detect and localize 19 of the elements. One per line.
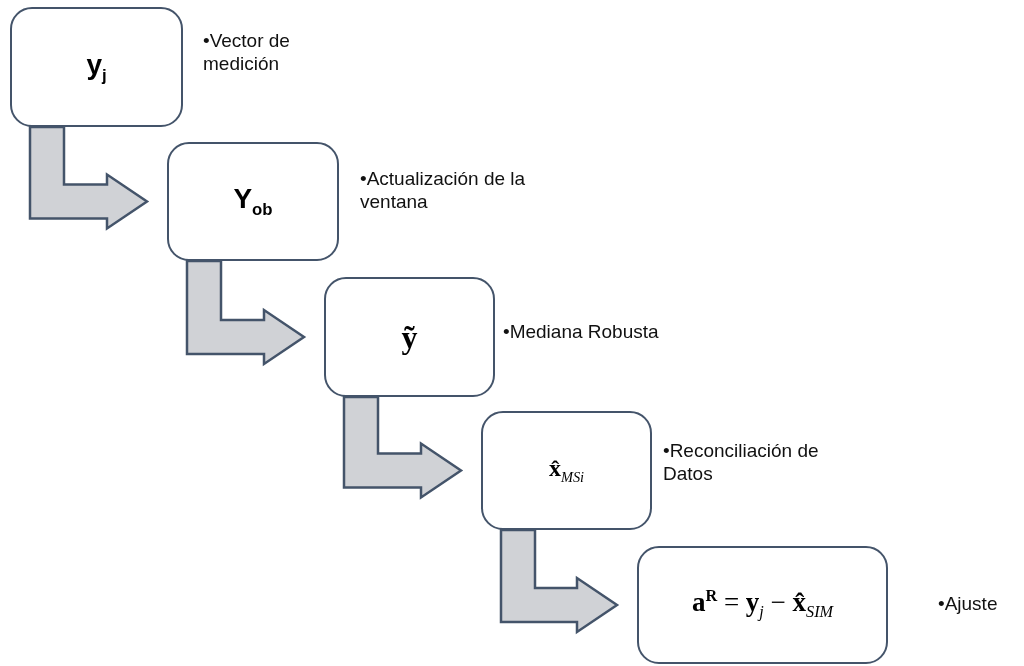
bent-block-arrow <box>28 125 150 231</box>
bent-block-arrow <box>342 395 464 500</box>
step-note: •Reconciliación de Datos <box>663 440 820 486</box>
step-note: •Vector de medición <box>203 30 291 76</box>
step-note: •Mediana Robusta <box>503 321 660 344</box>
formula-text: Y$_{ob}$ <box>233 183 273 220</box>
process-box <box>324 277 495 397</box>
process-box <box>637 546 888 664</box>
formula-text: y$_{j}$ <box>86 48 107 86</box>
bent-block-arrow <box>185 259 307 367</box>
bent-block-arrow <box>499 528 620 635</box>
formula-text: a$^{R}$ = y$_{j}$ − x̂$_{SIM}$ <box>691 587 834 623</box>
step-note: •Actualización de la ventana <box>360 168 527 214</box>
process-box <box>10 7 183 127</box>
step-note: •Ajuste <box>938 593 999 616</box>
process-box <box>167 142 339 261</box>
formula-text: x̂$_{MSi}$ <box>548 455 585 486</box>
process-box <box>481 411 652 530</box>
formula-text: ỹ <box>401 318 418 356</box>
